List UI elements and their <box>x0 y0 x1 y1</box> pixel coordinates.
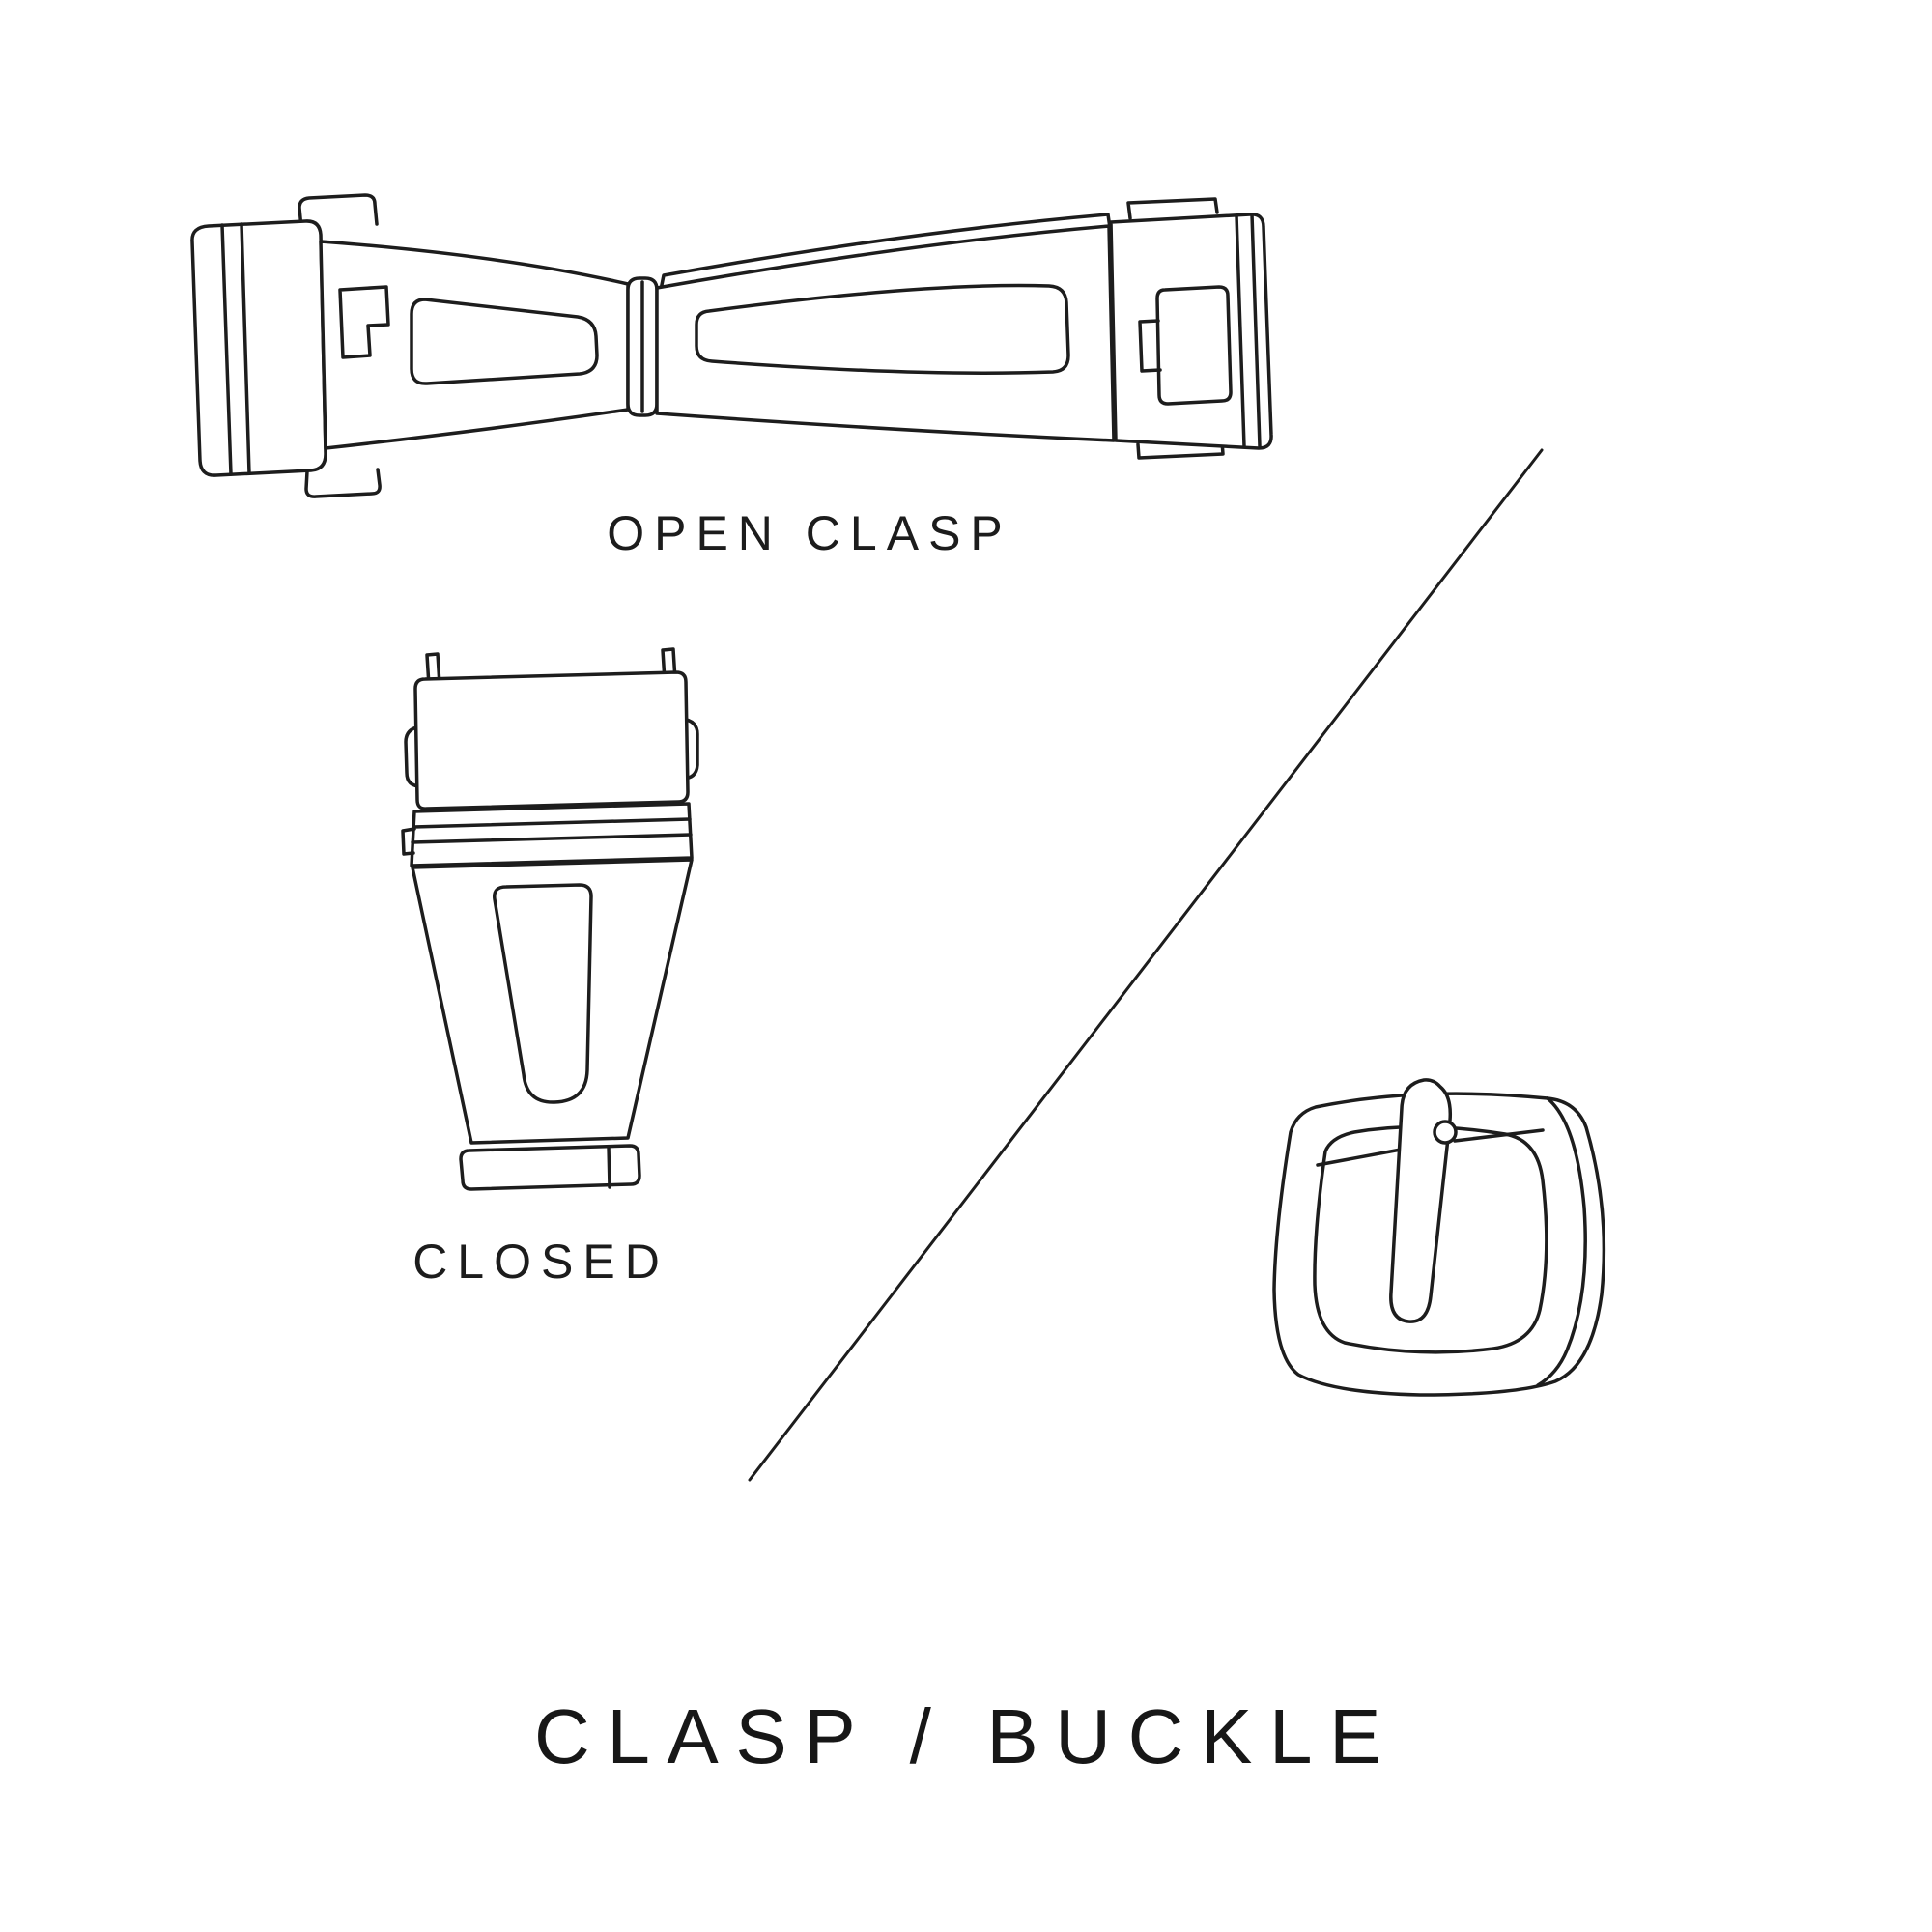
locking-hook-shape <box>338 285 390 359</box>
open-clasp-illustration <box>190 193 1273 498</box>
closed-clasp-illustration <box>401 647 699 1191</box>
right-arm-inner-outline <box>695 283 1070 375</box>
left-arm-inner-outline <box>410 298 599 385</box>
pin-loop-circle <box>1433 1120 1458 1145</box>
cap-bottom-tab-shape <box>304 468 382 498</box>
tang-buckle-illustration <box>1272 1078 1606 1397</box>
diagonal-divider-line <box>748 448 1544 1482</box>
springbar-notch-line <box>1138 319 1162 373</box>
pin-bar-right-line <box>1453 1128 1545 1143</box>
buckle-thickness-line <box>1536 1096 1587 1387</box>
pin-bar-left-line <box>1316 1148 1403 1167</box>
end-top-tab-shape <box>1126 197 1219 220</box>
cap-top-tab-shape <box>298 193 379 230</box>
page-title: CLASP / BUCKLE <box>533 1693 1399 1779</box>
clasp-body-inner-outline <box>493 883 593 1104</box>
band-section-shape <box>410 802 694 867</box>
springbar-detail-shape <box>1155 285 1233 406</box>
left-end-cap-shape <box>190 219 327 477</box>
bottom-cap-shape <box>459 1144 641 1191</box>
closed-clasp-label: CLOSED <box>412 1235 669 1289</box>
buckle-tang-shape <box>1389 1078 1453 1323</box>
open-clasp-label: OPEN CLASP <box>607 506 1012 560</box>
top-block-shape <box>413 670 690 810</box>
band-left-notch-line <box>401 827 416 856</box>
